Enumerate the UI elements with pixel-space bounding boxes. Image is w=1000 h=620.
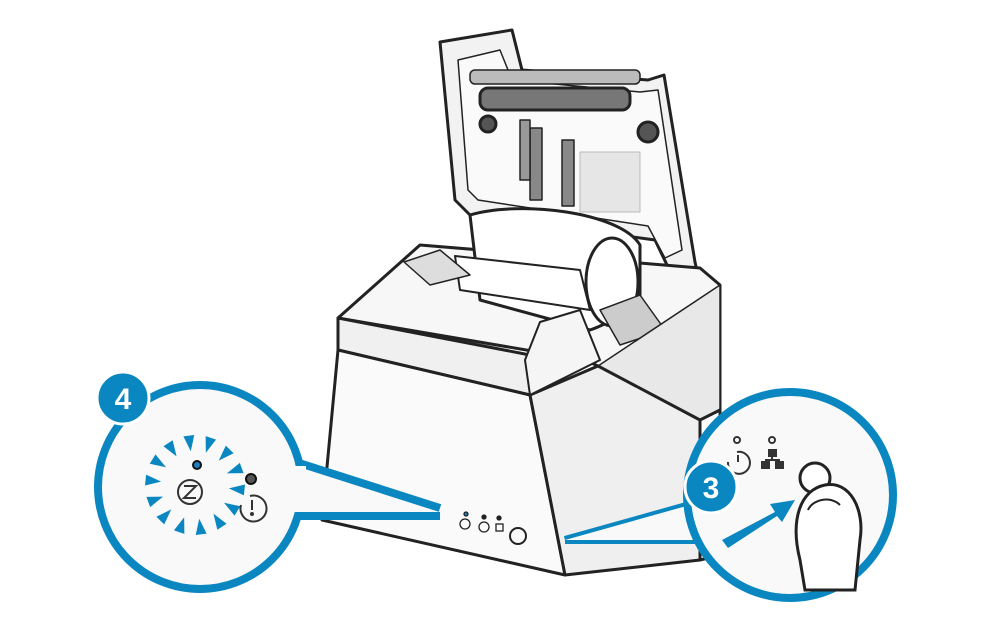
network-icon [761, 436, 784, 469]
front-panel [459, 511, 527, 545]
error-led [245, 473, 257, 485]
blink-ray [156, 509, 172, 525]
blink-ray [213, 513, 227, 530]
blink-rays [145, 435, 245, 535]
step-4-badge [95, 370, 151, 426]
blink-ray [228, 484, 245, 496]
blink-ray [183, 435, 195, 452]
blink-ray [205, 436, 217, 453]
blink-ray [149, 454, 166, 468]
step-4-label: 4 [115, 383, 132, 416]
blink-ray [195, 518, 207, 535]
error-indicator-icon [478, 521, 490, 533]
blink-ray [224, 502, 241, 516]
blink-ray [226, 462, 244, 474]
power-led-blue [192, 460, 202, 470]
blink-ray [146, 496, 164, 508]
feed-button[interactable] [509, 527, 527, 545]
finger-press-icon [794, 483, 863, 592]
step-3-badge [683, 459, 739, 515]
blink-ray [173, 517, 185, 534]
power-icon [459, 518, 471, 530]
blink-ray [145, 474, 162, 486]
arrow-icon [722, 500, 795, 548]
step-3-label: 3 [703, 472, 720, 505]
network-indicator-icon [495, 523, 504, 532]
callout-step-4: 4 [94, 370, 442, 593]
blink-ray [218, 445, 234, 461]
blink-ray [163, 440, 177, 457]
power-blink-icon [177, 479, 203, 505]
callout-step-3: 3 [563, 388, 897, 602]
printer-lid [438, 28, 702, 294]
error-icon [239, 494, 268, 523]
